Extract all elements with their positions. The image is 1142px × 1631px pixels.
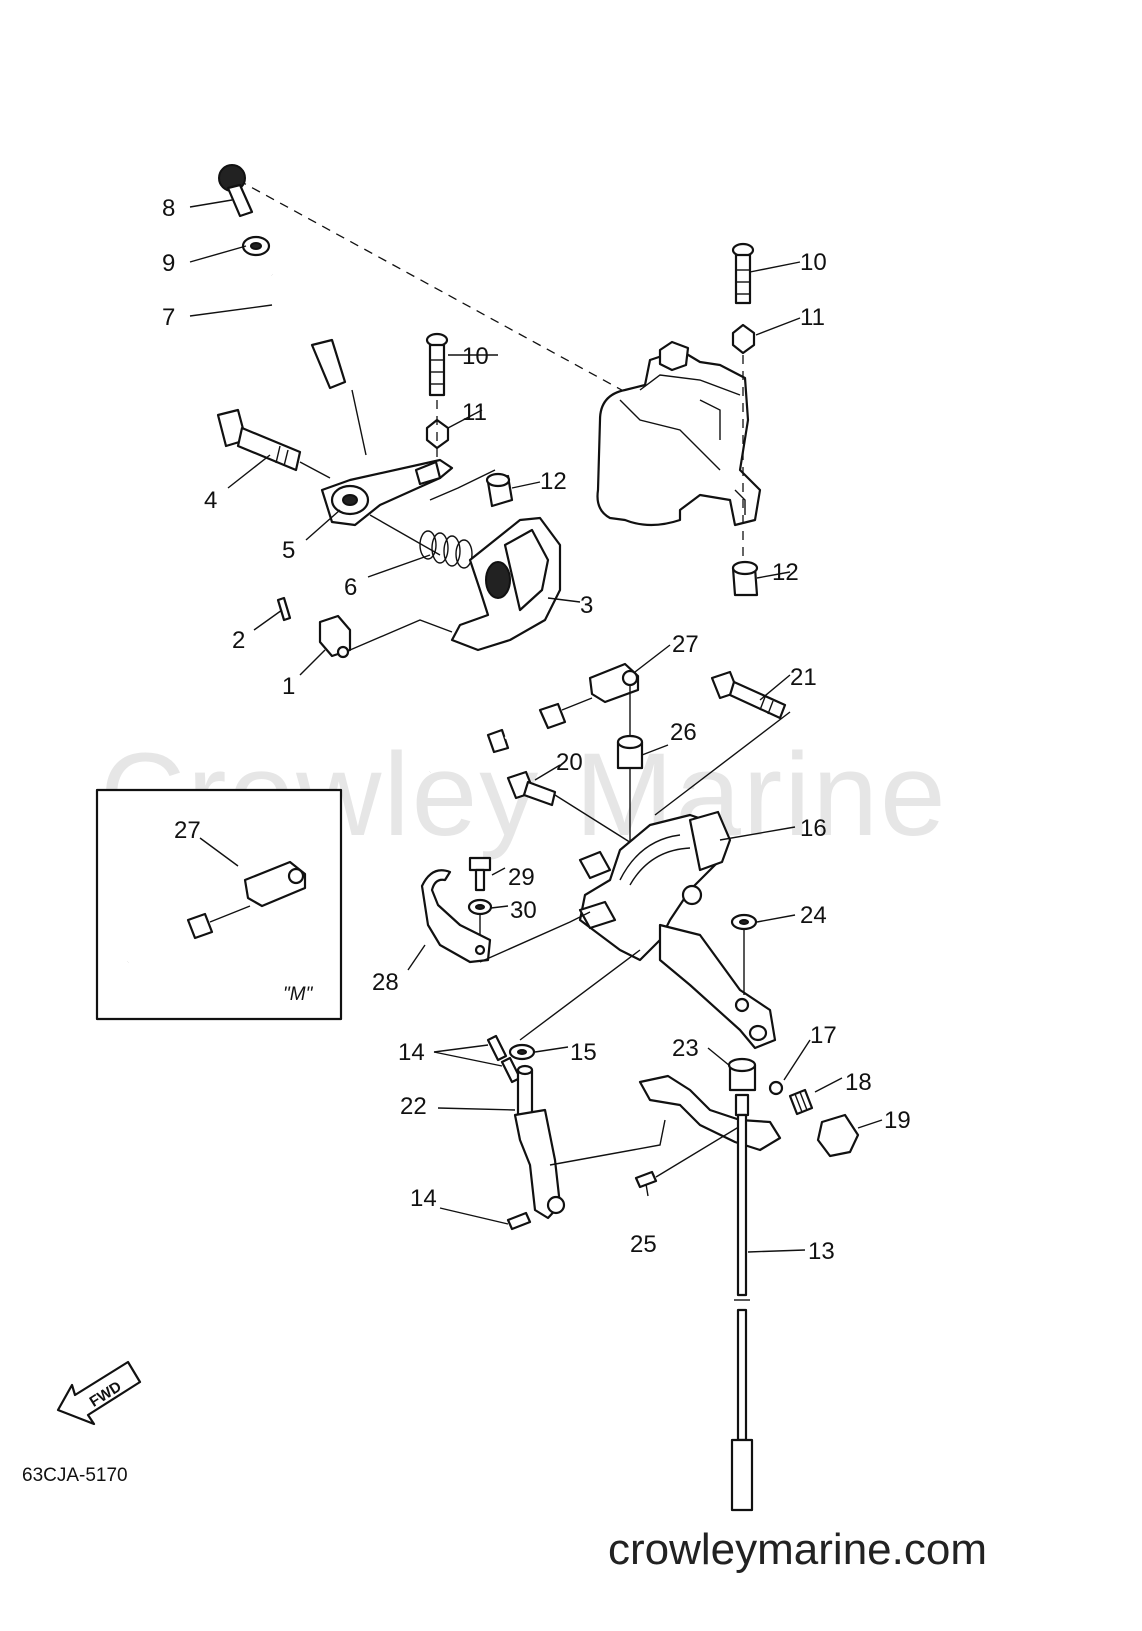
part-19-plug bbox=[816, 1113, 860, 1158]
callout-15: 15 bbox=[570, 1039, 597, 1066]
inset-frame bbox=[95, 788, 343, 1021]
part-9-nut bbox=[241, 235, 271, 257]
shift-arm bbox=[658, 923, 777, 1050]
callout-4: 4 bbox=[204, 487, 217, 514]
callout-14-upper: 14 bbox=[398, 1039, 425, 1066]
callout-13: 13 bbox=[808, 1238, 835, 1265]
alignment-line bbox=[237, 179, 641, 401]
part-18-spring bbox=[788, 1088, 814, 1116]
part-8-cable-end bbox=[218, 164, 254, 218]
callout-29: 29 bbox=[508, 864, 535, 891]
bolt-21-line bbox=[654, 711, 791, 816]
lever-to-spring-line bbox=[369, 514, 441, 556]
part-5-throttle-lever bbox=[320, 458, 454, 527]
part-10-bolt-right bbox=[731, 242, 755, 305]
pin-25-line bbox=[655, 1124, 743, 1178]
callout-11-right: 11 bbox=[800, 304, 825, 331]
part-23-collar bbox=[727, 1057, 757, 1092]
clamp-link-line bbox=[349, 619, 453, 651]
part-22-arm bbox=[513, 1064, 566, 1220]
callout-11-left: 11 bbox=[462, 399, 487, 426]
callout-8: 8 bbox=[162, 195, 175, 222]
callout-21: 21 bbox=[790, 664, 817, 691]
callout-20: 20 bbox=[556, 749, 583, 776]
callout-24: 24 bbox=[800, 902, 827, 929]
callout-10-left: 10 bbox=[462, 343, 489, 370]
part-16-shift-bracket bbox=[578, 810, 732, 962]
part-24-washer bbox=[730, 913, 758, 931]
part-15-washer bbox=[508, 1043, 536, 1061]
website-text: crowleymarine.com bbox=[608, 1525, 987, 1574]
part-11-nut-right bbox=[731, 323, 756, 355]
part-2-pin bbox=[276, 596, 292, 622]
callout-30: 30 bbox=[510, 897, 537, 924]
callout-leaders bbox=[189, 199, 883, 1253]
part-27-cable-joint bbox=[588, 662, 640, 704]
carburetor-body bbox=[596, 340, 762, 527]
inset-part-27-joint bbox=[243, 860, 307, 908]
part-4-long-bolt bbox=[216, 408, 302, 472]
part-14-pin-upper-a bbox=[486, 1034, 508, 1062]
shift-cable bbox=[429, 697, 593, 774]
part-code: 63CJA-5170 bbox=[22, 1465, 128, 1486]
part-29-bolt bbox=[468, 856, 492, 892]
part-12-collar-center bbox=[485, 472, 514, 508]
inset-label: "M" bbox=[283, 984, 314, 1005]
callout-18: 18 bbox=[845, 1069, 872, 1096]
callout-19: 19 bbox=[884, 1107, 911, 1134]
callout-9: 9 bbox=[162, 250, 175, 277]
callout-28: 28 bbox=[372, 969, 399, 996]
lower-link-line bbox=[519, 949, 641, 1041]
part-17-ball bbox=[768, 1080, 784, 1096]
callout-3: 3 bbox=[580, 592, 593, 619]
part-21-bolt bbox=[710, 670, 787, 720]
collar-leader-line bbox=[429, 469, 496, 501]
part-6-spring bbox=[419, 530, 473, 569]
callout-5: 5 bbox=[282, 537, 295, 564]
arm-22-link bbox=[549, 1119, 666, 1166]
callout-17: 17 bbox=[810, 1022, 837, 1049]
bolt-4-axis bbox=[299, 461, 331, 479]
callout-26: 26 bbox=[670, 719, 697, 746]
part-20-bolt bbox=[506, 770, 557, 807]
bracket-28-link bbox=[479, 911, 591, 963]
callout-6: 6 bbox=[344, 574, 357, 601]
part-3-cam-plate bbox=[450, 516, 562, 652]
callout-12-center: 12 bbox=[540, 468, 567, 495]
part-13-shift-rod bbox=[730, 1093, 754, 1512]
part-14-pin-lower bbox=[506, 1211, 532, 1231]
part-30-washer bbox=[467, 898, 493, 916]
callout-12-right: 12 bbox=[772, 559, 799, 586]
part-28-bracket bbox=[420, 869, 492, 964]
callout-2: 2 bbox=[232, 627, 245, 654]
part-7-rod bbox=[270, 274, 347, 390]
callout-16: 16 bbox=[800, 815, 827, 842]
part-26-collar bbox=[616, 734, 644, 770]
callout-23: 23 bbox=[672, 1035, 699, 1062]
callout-27-inset: 27 bbox=[174, 817, 201, 844]
callout-7: 7 bbox=[162, 304, 175, 331]
callout-14-lower: 14 bbox=[410, 1185, 437, 1212]
callout-22: 22 bbox=[400, 1093, 427, 1120]
part-25-pin bbox=[634, 1170, 658, 1189]
rod-to-lever-line bbox=[351, 389, 367, 456]
callout-10-right: 10 bbox=[800, 249, 827, 276]
callout-25: 25 bbox=[630, 1231, 657, 1258]
fwd-arrow-icon: FWD bbox=[56, 1360, 142, 1426]
callout-1: 1 bbox=[282, 673, 295, 700]
part-12-collar-right bbox=[731, 560, 759, 597]
callout-27-main: 27 bbox=[672, 631, 699, 658]
inset-cable bbox=[127, 905, 251, 964]
part-10-bolt-left bbox=[425, 332, 449, 397]
